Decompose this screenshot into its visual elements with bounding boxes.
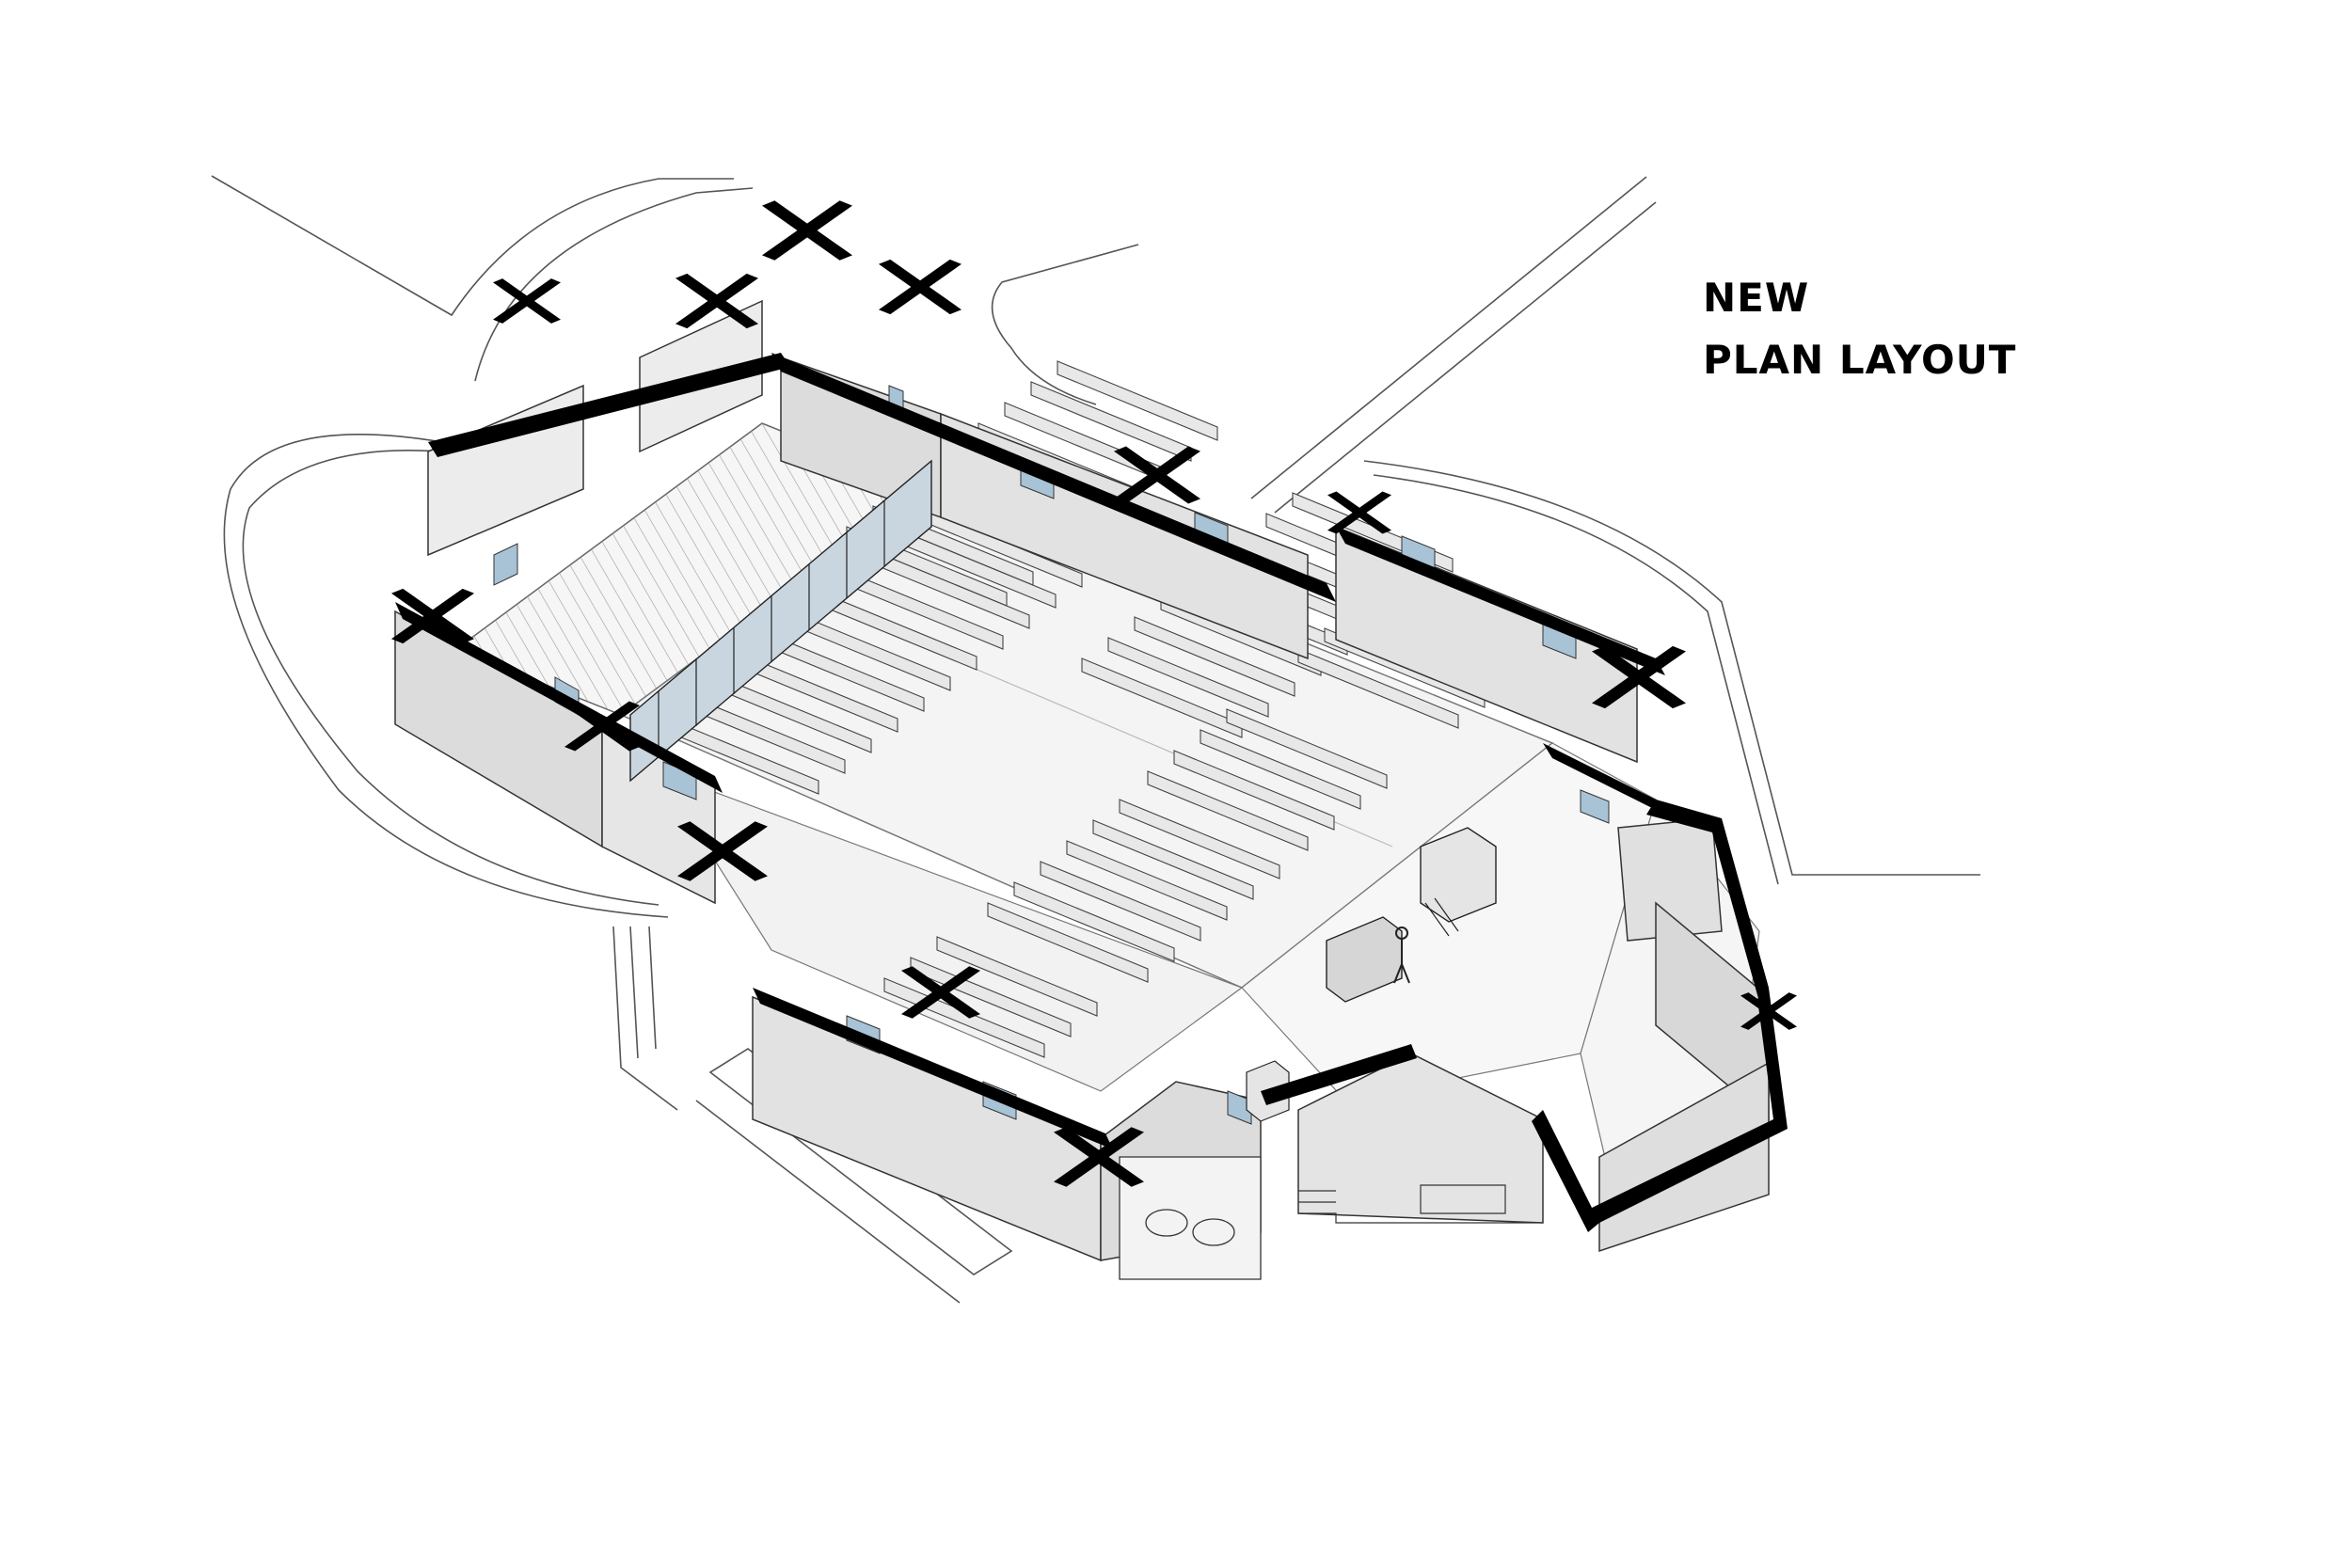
pew: [1040, 861, 1201, 942]
south-porch: [1119, 1156, 1262, 1280]
pew: [1173, 750, 1335, 831]
pew: [1119, 799, 1280, 879]
buttress-cap: [677, 821, 768, 881]
pew: [1147, 770, 1309, 851]
buttress-cap: [1054, 1127, 1144, 1187]
pew: [1297, 648, 1459, 729]
pew: [1066, 840, 1228, 921]
window: [1580, 789, 1610, 824]
site-boundary-lines: [211, 175, 1980, 1304]
pew: [936, 936, 1098, 1017]
window: [1227, 1090, 1252, 1125]
pew: [1030, 381, 1192, 462]
pew: [987, 902, 1149, 983]
title-line-plan-layout: PLAN LAYOUT: [1703, 337, 2017, 383]
north-wall-cut: [771, 353, 1336, 602]
chancel-furniture: [1246, 827, 1497, 1122]
pulpit: [1420, 827, 1497, 923]
pew: [1057, 360, 1218, 441]
entrance-steps: [1298, 1184, 1543, 1224]
title-block: NEW PLAN LAYOUT: [1703, 267, 2016, 391]
buttress-cap: [493, 278, 561, 324]
buttress-cap: [1114, 446, 1200, 504]
person-figure: [1393, 927, 1410, 984]
pew: [1013, 881, 1175, 962]
pew: [1092, 819, 1254, 900]
buttress-cap: [564, 701, 640, 752]
buttress-group: [391, 200, 1797, 1187]
title-line-new: NEW: [1703, 275, 1810, 321]
buttress-cap: [391, 588, 474, 644]
pew: [1134, 616, 1295, 697]
gallery-glass-screen: [629, 459, 932, 783]
pew: [1107, 637, 1269, 718]
pew: [1200, 729, 1361, 810]
buttress-cap: [901, 966, 980, 1019]
west-wall-cut: [428, 353, 790, 457]
buttress-cap: [1592, 645, 1686, 709]
apse-wall-cut: [1543, 743, 1665, 815]
pew: [1226, 708, 1388, 789]
altar-table: [1326, 916, 1403, 1003]
buttress-cap: [1740, 992, 1797, 1030]
buttress-cap: [675, 273, 758, 329]
pulpit-steps: [1424, 897, 1459, 937]
pew: [1081, 657, 1243, 738]
south-wall-cut: [395, 602, 723, 793]
pew: [910, 957, 1072, 1037]
buttress-cap: [879, 259, 961, 315]
buttress-cap: [762, 200, 852, 261]
window: [493, 543, 518, 586]
buttress-cap: [1327, 491, 1391, 534]
